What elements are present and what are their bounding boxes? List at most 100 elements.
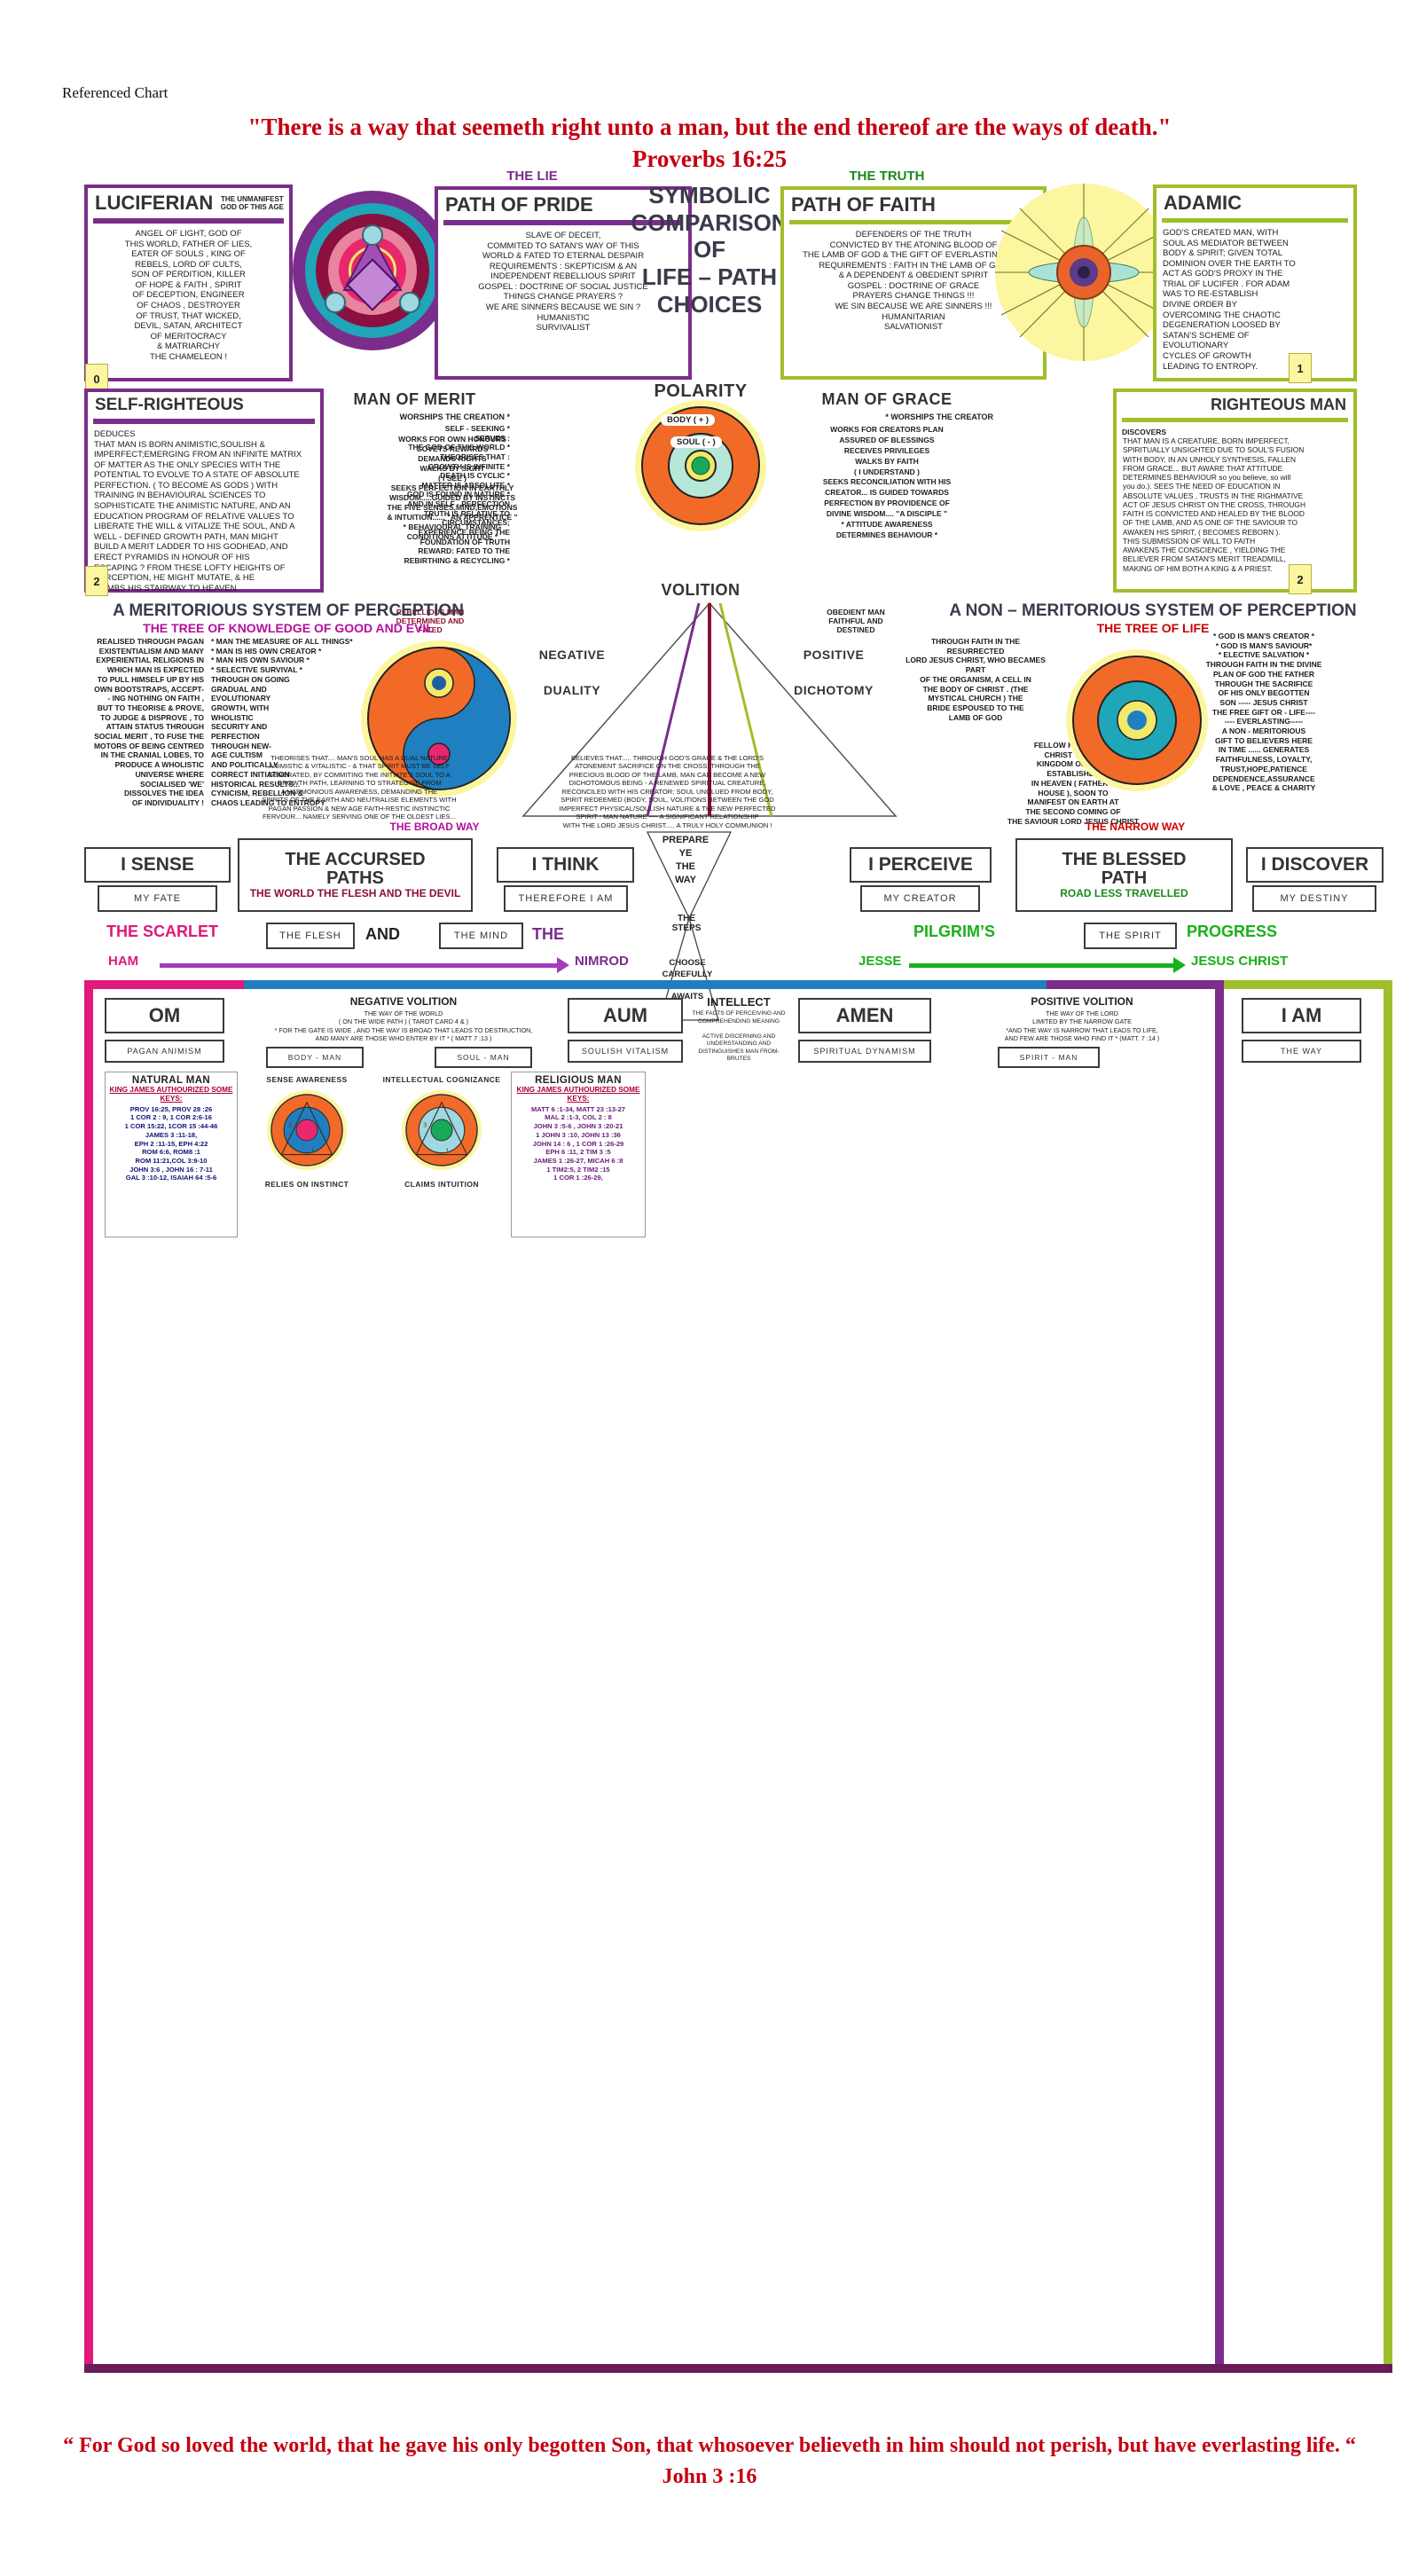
and-label: AND (365, 925, 400, 943)
jesus-christ-label: JESUS CHRIST (1191, 954, 1289, 969)
i-think-box[interactable]: I THINK (497, 847, 634, 883)
rail-bottom (84, 2364, 1392, 2373)
righteous-man-body: THAT MAN IS A CREATURE, BORN IMPERFECT, … (1123, 436, 1305, 573)
positive-label: POSITIVE (803, 648, 865, 662)
negative-volition-block: NEGATIVE VOLITION THE WAY OF THE WORLD (… (248, 995, 559, 1042)
rail-scarlet-top (84, 980, 244, 989)
path-of-faith-body: DEFENDERS OF THE TRUTH CONVICTED BY THE … (803, 230, 1024, 333)
corner-number-2-left: 2 (85, 566, 108, 596)
footer-verse: “ For God so loved the world, that he ga… (63, 2434, 1356, 2488)
negative-volition-sub: THE WAY OF THE WORLD ( ON THE WIDE PATH … (274, 1009, 533, 1043)
i-sense-box[interactable]: I SENSE (84, 847, 231, 883)
rail-green (1384, 980, 1392, 2373)
man-of-grace-worships: * WORSHIPS THE CREATOR (885, 412, 993, 421)
negative-label: NEGATIVE (538, 648, 606, 662)
narrow-way-note: BELIEVES THAT..... THROUGH GOD'S GRACE &… (559, 754, 776, 829)
my-creator-box: MY CREATOR (860, 885, 980, 912)
the-spirit-box: THE SPIRIT (1084, 923, 1177, 949)
polarity-label: POLARITY (654, 381, 748, 401)
tree-of-life-sub: THE TREE OF LIFE (1096, 621, 1210, 635)
luciferian-body: ANGEL OF LIGHT, GOD OF THIS WORLD, FATHE… (124, 229, 253, 362)
ham-nimrod-arrow (160, 963, 559, 968)
man-of-merit-block: MAN OF MERIT WORSHIPS THE CREATION * SEL… (319, 390, 511, 565)
amen-label: AMEN (835, 1004, 894, 1026)
luciferian-box: LUCIFERIAN THE UNMANIFEST GOD OF THIS AG… (84, 185, 293, 381)
rail-purple-top (1047, 980, 1224, 989)
amen-sub-label: SPIRITUAL DYNAMISM (813, 1047, 916, 1056)
self-righteous-body: DEDUCES THAT MAN IS BORN ANIMISTIC,SOULI… (94, 429, 302, 593)
therefore-i-am-label: THEREFORE I AM (518, 893, 614, 904)
man-of-grace-block: MAN OF GRACE * WORSHIPS THE CREATOR WORK… (780, 390, 994, 541)
row-3-center-title: RELIGIOUS MAN (535, 1075, 622, 1086)
hourglass-icon (646, 831, 733, 1021)
row-3-midr-bot: CLAIMS INTUITION (404, 1180, 479, 1189)
man-of-grace-title: MAN OF GRACE (821, 390, 953, 408)
aum-sub-label: SOULISH VITALISM (581, 1047, 670, 1056)
meritorious-system-banner: A MERITORIOUS SYSTEM OF PERCEPTION (113, 601, 464, 620)
positive-volition-block: POSITIVE VOLITION THE WAY OF THE LORD LI… (949, 995, 1215, 1042)
the-label: THE (532, 925, 564, 943)
narrow-way-label: THE NARROW WAY (1085, 821, 1186, 833)
rail-blue-top (244, 980, 1047, 989)
i-think-label: I THINK (531, 854, 600, 875)
the-mind-label: THE MIND (453, 931, 509, 941)
the-truth-kicker: THE TRUTH (849, 169, 925, 184)
i-perceive-label: I PERCEIVE (868, 854, 973, 875)
row-3-left-refs: PROV 16:25, PROV 28 :26 1 COR 2 : 9, 1 C… (124, 1104, 218, 1182)
row-3-midl-top: SENSE AWARENESS (266, 1075, 348, 1084)
my-destiny-label: MY DESTINY (1280, 893, 1349, 904)
path-of-pride-body: SLAVE OF DECEIT, COMMITED TO SATAN'S WAY… (478, 231, 648, 334)
intellect-head-block: INTELLECT THE FACTS OF PERCEIVING AND CO… (690, 995, 788, 1064)
the-flesh-label: THE FLESH (279, 931, 341, 941)
om-label: OM (148, 1004, 181, 1026)
non-meritorious-system-banner: A NON – MERITORIOUS SYSTEM OF PERCEPTION (949, 601, 1357, 620)
aum-sub-box: SOULISH VITALISM (568, 1040, 683, 1063)
i-sense-label: I SENSE (121, 854, 194, 875)
luciferian-subtitle: THE UNMANIFEST GOD OF THIS AGE (220, 195, 284, 211)
polarity-soul-label: SOUL ( - ) (670, 436, 722, 448)
row-3-midl-mandala: 3 1 (266, 1089, 348, 1171)
iam-box: I AM (1242, 998, 1361, 1033)
i-perceive-box[interactable]: I PERCEIVE (850, 847, 992, 883)
accursed-paths-box[interactable]: THE ACCURSED PATHS THE WORLD THE FLESH A… (238, 838, 473, 912)
amen-sub-box: SPIRITUAL DYNAMISM (798, 1040, 931, 1063)
svg-text:3: 3 (423, 1122, 427, 1128)
accursed-paths-label: THE ACCURSED PATHS (285, 850, 426, 889)
the-scarlet-label: THE SCARLET (106, 923, 218, 940)
rail-purple (1215, 980, 1224, 2373)
amen-box: AMEN (798, 998, 931, 1033)
my-fate-label: MY FATE (133, 893, 182, 904)
adamic-sun (989, 177, 1180, 368)
positive-volition-title: POSITIVE VOLITION (1031, 995, 1133, 1008)
dichotomy-label: DICHOTOMY (794, 683, 874, 697)
jesse-label: JESSE (858, 954, 902, 969)
righteous-man-box: RIGHTEOUS MAN DISCOVERS THAT MAN IS A CR… (1113, 389, 1357, 593)
spirit-man-box: SPIRIT - MAN (998, 1047, 1100, 1068)
duality-label: DUALITY (543, 683, 601, 697)
svg-text:1: 1 (446, 1148, 450, 1154)
blessed-path-box[interactable]: THE BLESSED PATH ROAD LESS TRAVELLED (1015, 838, 1233, 912)
self-righteous-box: SELF-RIGHTEOUS DEDUCES THAT MAN IS BORN … (84, 389, 324, 593)
blessed-path-label: THE BLESSED PATH (1062, 850, 1187, 889)
body-man-label: BODY - MAN (287, 1053, 342, 1062)
path-of-faith-title: PATH OF FAITH (791, 193, 936, 216)
i-discover-box[interactable]: I DISCOVER (1246, 847, 1384, 883)
row-3-left-title: NATURAL MAN (131, 1075, 211, 1086)
volition-label: VOLITION (661, 581, 741, 599)
ham-nimrod-arrowhead (557, 957, 569, 973)
row-3-midr-top: INTELLECTUAL COGNIZANCE (382, 1075, 501, 1084)
the-lie-kicker: THE LIE (506, 169, 558, 184)
broad-way-note: THEORISES THAT.... MAN'S SOUL HAS A DUAL… (262, 754, 457, 821)
row-3-center-kj: KING JAMES AUTHOURIZED SOME KEYS: (516, 1086, 640, 1103)
row-3-center-refs: MATT 6 :1-34, MATT 23 :13-27 MAL 2 :1-3,… (530, 1104, 626, 1182)
righteous-man-title: RIGHTEOUS MAN (1211, 396, 1346, 413)
non-meritorious-col1: THROUGH FAITH IN THE RESURRECTED LORD JE… (905, 637, 1046, 722)
soul-man-label: SOUL - MAN (457, 1053, 510, 1062)
tree-of-life-circle (1064, 648, 1211, 794)
non-meritorious-col2: * GOD IS MAN'S CREATOR * * GOD IS MAN'S … (1205, 632, 1322, 793)
positive-volition-sub: THE WAY OF THE LORD LIMITED BY THE NARRO… (1004, 1009, 1160, 1043)
polarity-diagram: BODY ( + ) SOUL ( - ) (634, 399, 767, 532)
pilgrims-label: PILGRIM’S (913, 923, 996, 940)
